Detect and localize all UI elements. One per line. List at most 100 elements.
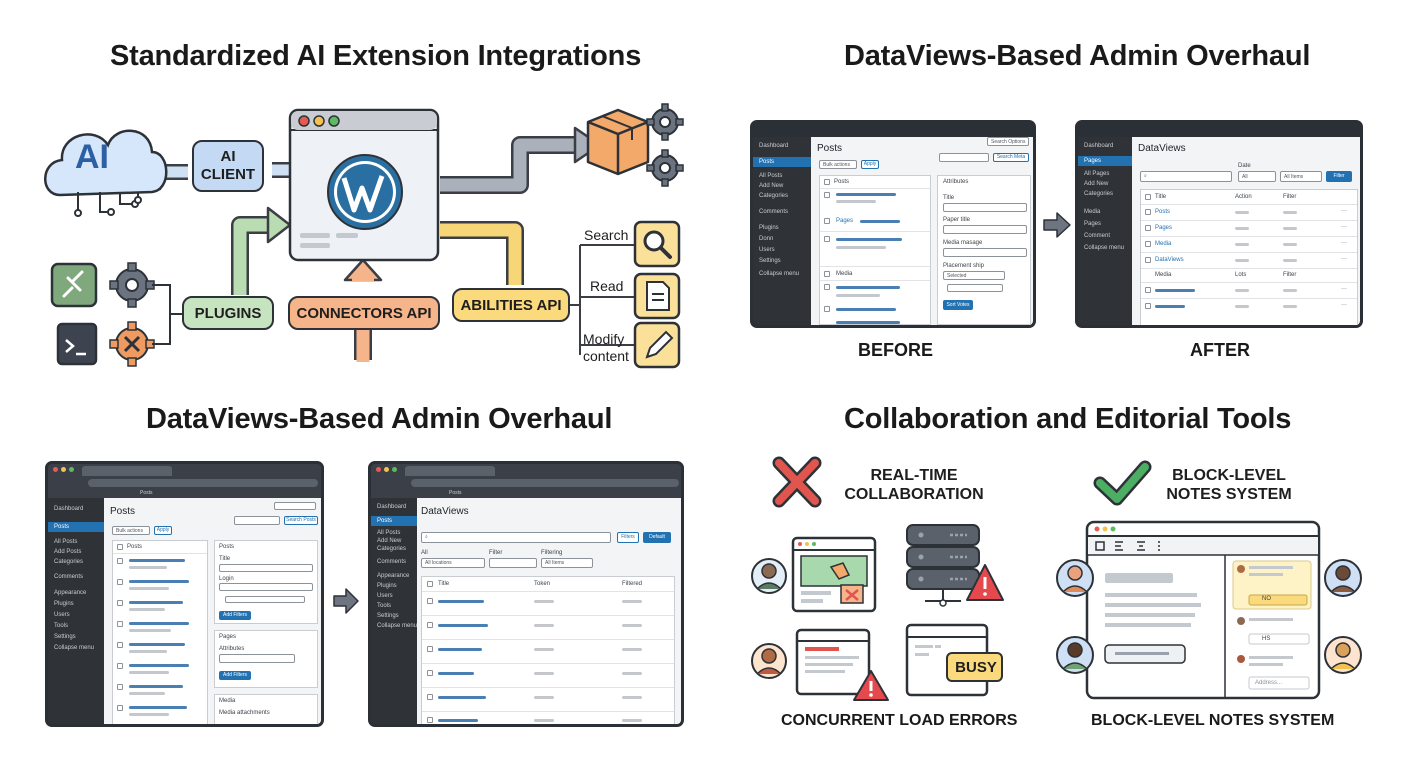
row-checkbox[interactable] <box>1145 225 1151 231</box>
row-checkbox[interactable] <box>1145 257 1151 263</box>
sidebar-item-users[interactable]: Users <box>759 247 775 253</box>
search-options[interactable]: Search Options <box>987 137 1029 146</box>
row-checkbox[interactable] <box>117 579 123 585</box>
sidebar-item-donn[interactable]: Donn <box>759 236 774 242</box>
add-filters-button[interactable]: Add Filters <box>219 611 251 620</box>
row-checkbox[interactable] <box>117 705 123 711</box>
sidebar-item-all-posts[interactable]: All Posts <box>54 539 78 545</box>
default-button[interactable]: Default <box>643 532 671 543</box>
select-all-checkbox[interactable] <box>427 581 433 587</box>
row-checkbox[interactable] <box>824 218 830 224</box>
sidebar-item-collapse[interactable]: Collapse menu <box>1084 245 1125 251</box>
sidebar-item-plugins[interactable]: Plugins <box>54 601 74 607</box>
sidebar-item-categories[interactable]: Categories <box>1084 191 1114 197</box>
row-checkbox[interactable] <box>824 236 830 242</box>
search-input[interactable]: ⌕ <box>1140 171 1232 182</box>
title-input[interactable] <box>943 203 1027 212</box>
search-meta-button[interactable]: Search Meta <box>993 153 1029 162</box>
address-bar[interactable] <box>88 479 318 487</box>
filter-button[interactable]: Filter <box>1326 171 1352 182</box>
row-checkbox[interactable] <box>1145 241 1151 247</box>
row-checkbox[interactable] <box>824 306 830 312</box>
sidebar-item-settings[interactable]: Settings <box>377 613 399 619</box>
row-more[interactable]: ··· <box>1341 208 1347 214</box>
row-checkbox[interactable] <box>117 642 123 648</box>
row-checkbox[interactable] <box>117 684 123 690</box>
sidebar-item-dashboard[interactable]: Dashboard <box>54 506 84 512</box>
items-select[interactable]: All Items <box>541 558 593 568</box>
maximize-dot-icon[interactable] <box>69 467 74 472</box>
attributes-select[interactable] <box>219 654 295 663</box>
row-more[interactable]: ··· <box>1341 256 1347 262</box>
sidebar-item-comment[interactable]: Comment <box>1084 233 1111 239</box>
row-checkbox[interactable] <box>1145 209 1151 215</box>
sidebar-item-appearance[interactable]: Appearance <box>377 573 410 579</box>
sidebar-item-categories[interactable]: Categories <box>759 193 789 199</box>
sidebar-item-users[interactable]: Users <box>54 612 70 618</box>
browser-tab[interactable] <box>405 466 495 476</box>
bulk-actions-select[interactable]: Bulk actions <box>112 526 150 535</box>
search-posts-button[interactable]: Search Posts <box>284 516 318 525</box>
sidebar-item-collapse[interactable]: Collapse menu <box>759 271 800 277</box>
search-field[interactable] <box>939 153 989 162</box>
apply-button[interactable]: Apply <box>861 160 879 169</box>
sidebar-item-tools[interactable]: Tools <box>377 603 392 609</box>
sidebar-item-collapse[interactable]: Collapse menu <box>377 623 418 629</box>
row-checkbox[interactable] <box>427 717 433 723</box>
row-checkbox[interactable] <box>117 663 123 669</box>
media-input[interactable] <box>943 248 1027 257</box>
locations-select[interactable]: All locations <box>421 558 485 568</box>
minimize-dot-icon[interactable] <box>384 467 389 472</box>
select-all-checkbox[interactable] <box>824 179 830 185</box>
placement-select[interactable]: Selected <box>943 271 1005 280</box>
row-posts[interactable]: Posts <box>1155 209 1171 215</box>
row-checkbox[interactable] <box>427 646 433 652</box>
sidebar-item-categories[interactable]: Categories <box>54 559 84 565</box>
sidebar-item-comments[interactable]: Comments <box>54 574 84 580</box>
sidebar-item-add-new[interactable]: Add New <box>377 538 402 544</box>
row-checkbox[interactable] <box>117 558 123 564</box>
minimize-dot-icon[interactable] <box>61 467 66 472</box>
row-checkbox[interactable] <box>117 621 123 627</box>
top-search-pill[interactable] <box>274 502 316 510</box>
sidebar-item-tools[interactable]: Tools <box>54 623 69 629</box>
sidebar-item-comments[interactable]: Comments <box>759 209 789 215</box>
sidebar-item-dashboard[interactable]: Dashboard <box>1084 143 1114 149</box>
note-input[interactable]: Address... <box>1255 680 1283 686</box>
sidebar-item-settings[interactable]: Settings <box>54 634 76 640</box>
sidebar-item-plugins[interactable]: Plugins <box>759 225 779 231</box>
close-dot-icon[interactable] <box>376 467 381 472</box>
filters-button[interactable]: Filters <box>617 532 639 543</box>
login-select[interactable] <box>219 583 313 591</box>
row-checkbox[interactable] <box>427 622 433 628</box>
sidebar-item-add-new[interactable]: Add New <box>759 183 784 189</box>
sidebar-item-media[interactable]: Media <box>1084 209 1101 215</box>
row-checkbox[interactable] <box>427 670 433 676</box>
address-bar[interactable] <box>411 479 679 487</box>
add-filters-button-2[interactable]: Add Filters <box>219 671 251 680</box>
row-checkbox[interactable] <box>117 600 123 606</box>
row-checkbox[interactable] <box>1145 287 1151 293</box>
search-input[interactable] <box>234 516 280 525</box>
sidebar-item-all-posts[interactable]: All Posts <box>759 173 783 179</box>
maximize-dot-icon[interactable] <box>392 467 397 472</box>
sidebar-item-all-posts[interactable]: All Posts <box>377 530 401 536</box>
sidebar-item-plugins[interactable]: Plugins <box>377 583 397 589</box>
sidebar-item-settings[interactable]: Settings <box>759 258 781 264</box>
filter-select[interactable] <box>489 558 537 568</box>
placement-secondary-select[interactable] <box>947 284 1003 292</box>
row-media[interactable]: Media <box>1155 241 1172 247</box>
row-checkbox[interactable] <box>824 284 830 290</box>
sidebar-item-users[interactable]: Users <box>377 593 393 599</box>
sidebar-item-posts[interactable]: Posts <box>371 516 417 526</box>
row-checkbox[interactable] <box>427 598 433 604</box>
sidebar-item-posts[interactable]: Posts <box>48 522 104 532</box>
sidebar-item-add-new[interactable]: Add New <box>1084 181 1109 187</box>
sidebar-item-dashboard[interactable]: Dashboard <box>377 504 407 510</box>
sidebar-item-comments[interactable]: Comments <box>377 559 407 565</box>
sidebar-item-all-pages[interactable]: All Pages <box>1084 171 1110 177</box>
row-pages[interactable]: Pages <box>1155 225 1173 231</box>
apply-button[interactable]: Apply <box>154 526 172 535</box>
select-all-checkbox[interactable] <box>117 544 123 550</box>
sidebar-item-categories[interactable]: Categories <box>377 546 407 552</box>
